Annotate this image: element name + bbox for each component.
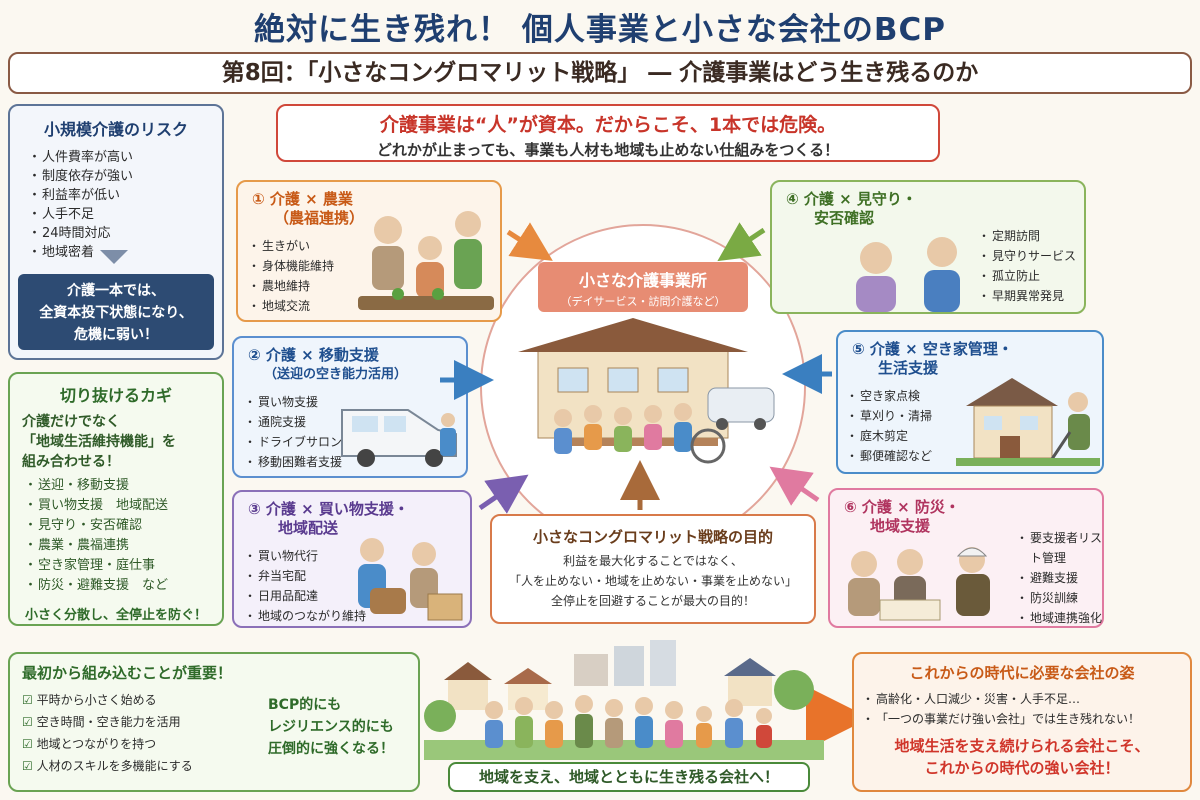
strategy-item: 避難支援 — [1016, 568, 1102, 588]
strategy-item: 防災訓練 — [1016, 588, 1102, 608]
strategy-item: 買い物代行 — [244, 546, 470, 566]
strategy-title-sub: 地域配送 — [278, 519, 339, 537]
farming-illustration — [358, 211, 494, 310]
strategy-shopping: ③ 介護 × 買い物支援・ 地域配送 買い物代行 弁当宅配 日用品配達 地域のつ… — [232, 490, 472, 628]
strategy-title: ⑤ 介護 × 空き家管理・ — [852, 340, 1013, 358]
strategy-item: 買い物支援 — [244, 392, 466, 412]
watch-illustration — [856, 237, 960, 312]
strategy-item: 地域のつながり維持 — [244, 606, 470, 626]
checklist-item: 地域とつながりを持つ — [22, 733, 418, 755]
risk-item: 制度依存が強い — [28, 167, 222, 186]
key-item: 農業・農福連携 — [24, 536, 222, 556]
strategy-title: ① 介護 × 農業 — [252, 190, 353, 208]
page-subtitle: 第8回：「小さなコングロマリット戦略」 ― 介護事業はどう生き残るのか — [8, 52, 1192, 94]
center-subtitle: （デイサービス・訪問介護など） — [560, 295, 726, 308]
strategy-item: 見守りサービス — [978, 246, 1076, 266]
strategy-item: 通院支援 — [244, 412, 466, 432]
checklist-item: 人材のスキルを多機能にする — [22, 755, 418, 777]
checklist: 平時から小さく始める 空き時間・空き能力を活用 地域とつながりを持つ 人材のスキ… — [22, 689, 418, 777]
center-title: 小さな介護事業所 — [578, 271, 707, 290]
strategy-item: 農地維持 — [248, 276, 500, 296]
key-footer: 小さく分散し、全停止を防ぐ！ — [24, 608, 207, 623]
strategy-item: 地域連携強化 — [1016, 608, 1102, 628]
arrow-icon — [478, 474, 529, 514]
house-illustration — [956, 378, 1100, 466]
strategy-title-sub: 安否確認 — [814, 209, 875, 227]
checklist-item: 空き時間・空き能力を活用 — [22, 711, 418, 733]
risk-item: 地域密着 — [28, 243, 222, 262]
risk-panel-title: 小規模介護のリスク — [43, 120, 188, 139]
risk-item: 人手不足 — [28, 205, 222, 224]
top-message-line1: 介護事業は“人”が資本。だからこそ、1本では危険。 — [379, 114, 837, 136]
key-panel: 切り抜けるカギ 介護だけでなく 「地域生活維持機能」を 組み合わせる！ 送迎・移… — [8, 372, 224, 626]
strategy-item: 弁当宅配 — [244, 566, 470, 586]
strategy-title: ⑥ 介護 × 防災・ — [844, 498, 960, 516]
arrow-icon — [717, 222, 766, 262]
strategy-title: ② 介護 × 移動支援 — [248, 346, 379, 364]
arrow-icon — [506, 222, 553, 261]
future-item: 高齢化・人口減少・災害・人手不足… — [862, 689, 1190, 709]
page-title: 絶対に生き残れ！ 個人事業と小さな会社のBCP — [254, 12, 946, 48]
risk-summary: 介護一本では、 全資本投下状態になり、 危機に弱い！ — [18, 274, 214, 350]
strategy-title-sub: 生活支援 — [878, 359, 939, 377]
strategy-title-sub: 地域支援 — [870, 517, 931, 535]
arrow-icon — [769, 466, 820, 506]
strategy-item: 孤立防止 — [978, 266, 1076, 286]
strategy-item: 郵便確認など — [846, 446, 1102, 466]
strategy-watch: ④ 介護 × 見守り・ 安否確認 定期訪問 見守りサービス 孤立防止 早期異常発… — [770, 180, 1086, 314]
strategy-item: 庭木剪定 — [846, 426, 1102, 446]
future-box: これからの時代に必要な会社の姿 高齢化・人口減少・災害・人手不足… 「一つの事業… — [852, 652, 1192, 792]
future-title: これからの時代に必要な会社の姿 — [909, 664, 1135, 682]
strategy-title: ③ 介護 × 買い物支援・ — [248, 500, 409, 518]
key-item: 空き家管理・庭仕事 — [24, 556, 222, 576]
disaster-illustration — [848, 547, 990, 621]
van-illustration — [341, 409, 457, 467]
strategy-title: ④ 介護 × 見守り・ — [786, 190, 917, 208]
strategy-disaster: ⑥ 介護 × 防災・ 地域支援 要支援者リスト管理 避難支援 防災訓練 地域連携… — [828, 488, 1104, 628]
strategy-item: 生きがい — [248, 236, 500, 256]
important-box: 最初から組み込むことが重要！ 平時から小さく始める 空き時間・空き能力を活用 地… — [8, 652, 420, 792]
strategy-item: 身体機能維持 — [248, 256, 500, 276]
key-panel-title: 切り抜けるカギ — [59, 386, 172, 405]
community-illustration — [424, 640, 824, 760]
future-conclusion: 地域生活を支え続けられる会社こそ、 これからの時代の強い会社！ — [894, 737, 1150, 777]
risk-item: 24時間対応 — [28, 224, 222, 243]
strategy-vacant-house: ⑤ 介護 × 空き家管理・ 生活支援 空き家点検 草刈り・清掃 庭木剪定 郵便確… — [836, 330, 1104, 474]
strategy-item: 要支援者リスト管理 — [1016, 528, 1102, 568]
risk-item: 利益率が低い — [28, 186, 222, 205]
checklist-item: 平時から小さく始める — [22, 689, 418, 711]
strategy-item: ドライブサロン — [244, 432, 466, 452]
delivery-illustration — [358, 538, 463, 621]
strategy-mobility: ② 介護 × 移動支援 （送迎の空き能力活用） 買い物支援 通院支援 ドライブサ… — [232, 336, 468, 478]
key-intro: 介護だけでなく 「地域生活維持機能」を 組み合わせる！ — [22, 414, 176, 470]
top-message: 介護事業は“人”が資本。だからこそ、1本では危険。 どれかが止まっても、事業も人… — [276, 104, 940, 162]
key-list: 送迎・移動支援 買い物支援 地域配送 見守り・安否確認 農業・農福連携 空き家管… — [24, 476, 222, 596]
risk-list: 人件費率が高い 制度依存が強い 利益率が低い 人手不足 24時間対応 地域密着 — [28, 148, 222, 262]
purpose-title: 小さなコングロマリット戦略の目的 — [532, 528, 773, 546]
care-facility-illustration — [518, 318, 775, 464]
key-item: 買い物支援 地域配送 — [24, 496, 222, 516]
strategy-item: 草刈り・清掃 — [846, 406, 1102, 426]
down-arrow-icon — [100, 250, 128, 264]
bottom-banner: 地域を支え、地域とともに生き残る会社へ！ — [448, 762, 810, 792]
purpose-box: 小さなコングロマリット戦略の目的 利益を最大化することではなく、 「人を止めない… — [490, 514, 816, 624]
strategy-item: 空き家点検 — [846, 386, 1102, 406]
strategy-item: 日用品配達 — [244, 586, 470, 606]
bcp-result: BCP的にも レジリエンス的にも 圧倒的に強くなる！ — [268, 697, 394, 757]
risk-item: 人件費率が高い — [28, 148, 222, 167]
key-item: 見守り・安否確認 — [24, 516, 222, 536]
strategy-title-sub: （農福連携） — [274, 209, 365, 227]
strategy-agriculture: ① 介護 × 農業 （農福連携） 生きがい 身体機能維持 農地維持 地域交流 — [236, 180, 502, 322]
key-item: 送迎・移動支援 — [24, 476, 222, 496]
strategy-item: 定期訪問 — [978, 226, 1076, 246]
important-title: 最初から組み込むことが重要！ — [22, 664, 233, 682]
strategy-item: 地域交流 — [248, 296, 500, 316]
key-item: 防災・避難支援 など — [24, 576, 222, 596]
top-message-line2: どれかが止まっても、事業も人材も地域も止めない仕組みをつくる！ — [376, 141, 840, 159]
strategy-title-sub: （送迎の空き能力活用） — [264, 367, 408, 382]
center-label: 小さな介護事業所 （デイサービス・訪問介護など） — [538, 262, 748, 312]
future-item: 「一つの事業だけ強い会社」では生き残れない！ — [862, 709, 1190, 729]
strategy-item: 早期異常発見 — [978, 286, 1076, 306]
strategy-item: 移動困難者支援 — [244, 452, 466, 472]
